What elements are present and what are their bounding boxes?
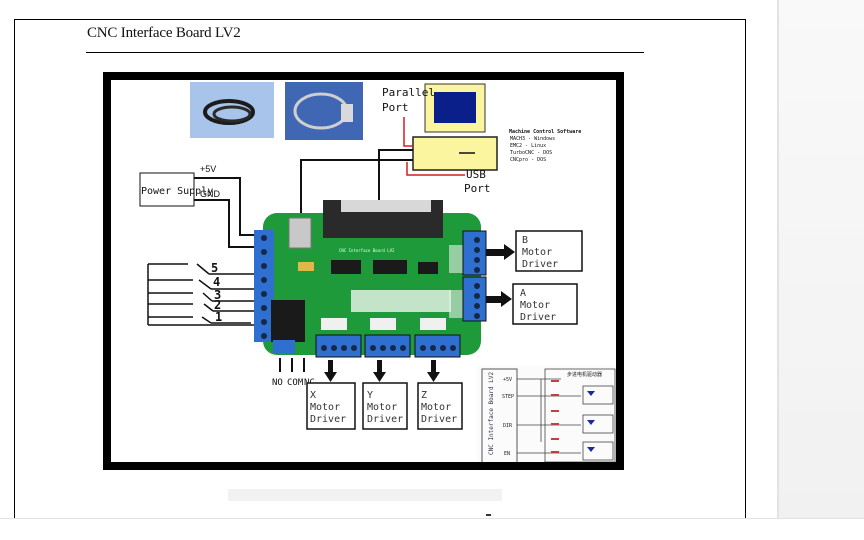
input-1-label: 1 bbox=[215, 310, 222, 324]
computer-icon bbox=[412, 83, 498, 171]
parallel-port-label-2: Port bbox=[382, 101, 409, 114]
x-driver-axis: X bbox=[310, 390, 316, 401]
software-item: EMC2 - Linux bbox=[510, 143, 546, 149]
relay-pins bbox=[279, 358, 305, 372]
schematic-pin-step: STEP bbox=[502, 394, 514, 400]
usb-port-label-2: Port bbox=[464, 182, 491, 195]
x-driver-label-2: Driver bbox=[310, 414, 346, 425]
z-driver-label-2: Driver bbox=[421, 414, 457, 425]
relay bbox=[271, 300, 305, 342]
optocoupler-schematic: CNC Interface Board LV2 +5V STEP DIR EN bbox=[477, 366, 616, 462]
software-item: TurboCNC - DOS bbox=[510, 150, 552, 156]
parallel-wire bbox=[378, 149, 413, 200]
y-axis-terminal bbox=[364, 334, 411, 358]
side-panel bbox=[777, 0, 864, 518]
input-5-label: 5 bbox=[211, 261, 218, 275]
input-4-label: 4 bbox=[213, 275, 220, 289]
software-heading: Machine Control Software bbox=[509, 129, 581, 135]
software-item: CNCpro - DOS bbox=[510, 157, 546, 163]
arrows-to-xyz-drivers bbox=[324, 360, 440, 382]
software-item: MACH3 - Windows bbox=[510, 136, 555, 142]
z-driver-axis: Z bbox=[421, 390, 427, 401]
usb-port-pointer bbox=[406, 162, 465, 176]
x-driver-label: Motor bbox=[310, 402, 340, 413]
arrow-to-b-driver bbox=[486, 244, 515, 260]
a-driver-label: Motor bbox=[520, 300, 550, 311]
z-axis-terminal bbox=[414, 334, 461, 358]
a-driver-label-2: Driver bbox=[520, 312, 556, 323]
software-list: Machine Control Software MACH3 - Windows… bbox=[509, 129, 581, 163]
b-driver-label: Motor bbox=[522, 247, 552, 258]
relay-com-label: COM bbox=[287, 378, 304, 388]
schematic-heading: 步进电机驱动器 bbox=[567, 371, 602, 378]
input-3-label: 3 bbox=[214, 288, 221, 302]
plus-5v-label: +5V bbox=[200, 164, 216, 174]
power-supply-label: Power Supply bbox=[141, 186, 213, 197]
status-bar bbox=[0, 518, 864, 540]
document-title: CNC Interface Board LV2 bbox=[87, 25, 241, 41]
usb-cable-photo bbox=[190, 82, 274, 138]
gnd-wire bbox=[194, 199, 269, 248]
power-supply-box bbox=[139, 172, 195, 207]
usb-wire bbox=[300, 159, 413, 215]
wiring-diagram: Parallel Port USB Port Machine Control S… bbox=[139, 82, 616, 462]
b-driver-axis: B bbox=[522, 235, 528, 246]
left-terminal-block bbox=[254, 230, 274, 342]
input-2-label: 2 bbox=[214, 298, 221, 312]
relay-no-label: NO bbox=[272, 378, 283, 388]
usb-connector bbox=[288, 217, 312, 249]
input-switches bbox=[147, 263, 269, 326]
y-driver-label-2: Driver bbox=[367, 414, 403, 425]
input-labels: 5 4 3 2 1 bbox=[211, 261, 222, 324]
arrow-to-a-driver bbox=[486, 291, 512, 307]
board-silkscreen: CNC Interface Board LV2 bbox=[339, 248, 395, 253]
next-page-preview bbox=[228, 489, 502, 501]
schematic-side-label: CNC Interface Board LV2 bbox=[488, 372, 495, 455]
parallel-port-pointer bbox=[403, 117, 413, 147]
a-driver-axis: A bbox=[520, 288, 526, 299]
y-driver-axis: Y bbox=[367, 390, 373, 401]
a-motor-driver-box bbox=[512, 283, 578, 325]
x-axis-terminal bbox=[315, 334, 362, 358]
z-motor-driver-box bbox=[417, 382, 463, 430]
gnd-label: GND bbox=[200, 189, 221, 199]
interface-board: CNC Interface Board LV2 bbox=[254, 200, 487, 358]
title-underline bbox=[86, 52, 644, 53]
b-driver-label-2: Driver bbox=[522, 259, 558, 270]
z-driver-label: Motor bbox=[421, 402, 451, 413]
schematic-pin-5v: +5V bbox=[503, 377, 512, 383]
b-motor-driver-box bbox=[515, 230, 583, 272]
schematic-pin-dir: DIR bbox=[503, 423, 513, 429]
schematic-pin-en: EN bbox=[504, 451, 510, 457]
next-page-mark bbox=[486, 514, 491, 516]
parallel-port-label: Parallel bbox=[382, 86, 435, 99]
y-motor-driver-box bbox=[362, 382, 408, 430]
x-motor-driver-box bbox=[306, 382, 356, 430]
y-driver-label: Motor bbox=[367, 402, 397, 413]
wiring-diagram-figure: Parallel Port USB Port Machine Control S… bbox=[103, 72, 624, 470]
document-viewer[interactable]: CNC Interface Board LV2 bbox=[0, 0, 776, 540]
usb-port-label: USB bbox=[466, 168, 486, 181]
parallel-cable-photo bbox=[285, 82, 363, 140]
